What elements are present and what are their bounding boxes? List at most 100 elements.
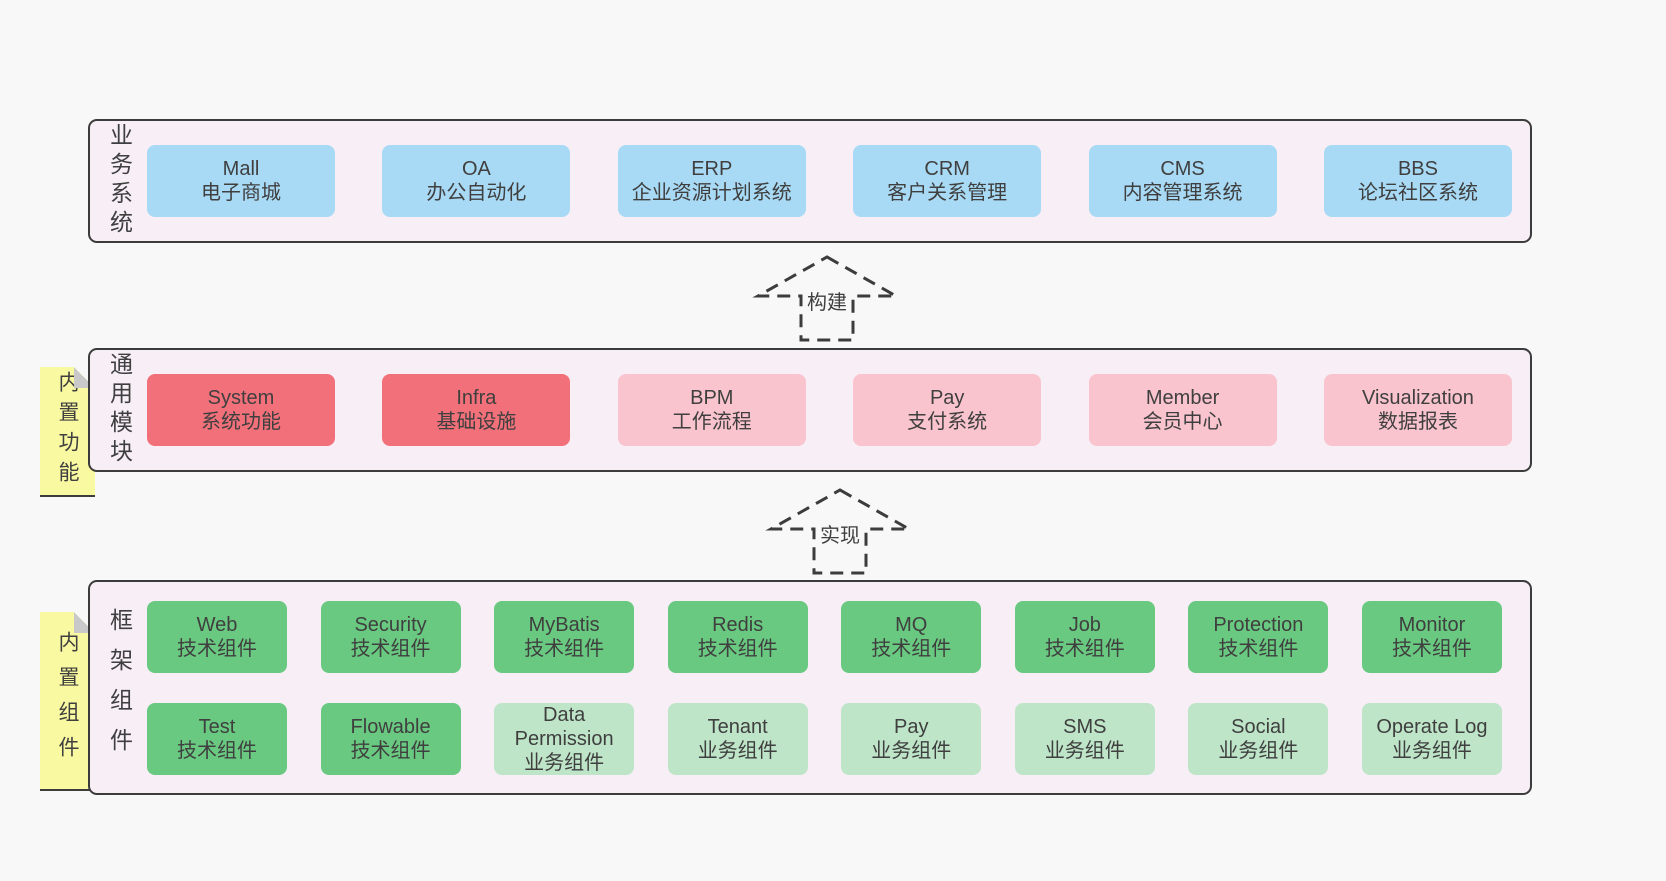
box-title: Job [1068,613,1101,636]
section-framework-components: 框架组件 Web 技术组件 Security 技术组件 MyBatis 技术组件… [88,580,1532,795]
box-security: Security 技术组件 [320,600,461,673]
box-row: Test 技术组件 Flowable 技术组件 Data Permission … [147,702,1502,775]
box-subtitle: 业务组件 [524,751,605,774]
box-title: ERP [691,158,733,180]
box-title: Protection [1213,613,1304,636]
box-flowable: Flowable 技术组件 [320,702,461,775]
box-title: Security [354,613,427,636]
box-title: BPM [690,387,734,409]
arrow-label: 实现 [817,518,863,549]
section-label: 通用模块 [96,350,142,470]
box-grid: System 系统功能 Infra 基础设施 BPM 工作流程 Pay 支付系统… [147,350,1512,470]
box-protection: Protection 技术组件 [1188,600,1329,673]
section-label-text: 通用模块 [106,352,133,468]
box-title: SMS [1063,715,1107,738]
box-subtitle: 工作流程 [671,411,752,433]
box-mq: MQ 技术组件 [841,600,982,673]
box-grid: Mall 电子商城 OA 办公自动化 ERP 企业资源计划系统 CRM 客户关系… [147,121,1512,241]
box-title: Social [1231,715,1286,738]
sticky-note-builtin-features: 内置功能 [40,367,95,497]
section-label: 框架组件 [96,582,142,793]
box-subtitle: 技术组件 [177,739,257,762]
box-title: Web [196,613,238,636]
section-label-text: 业务系统 [106,123,133,239]
box-subtitle: 业务组件 [1391,739,1472,762]
box-subtitle: 电子商城 [201,182,281,204]
box-cms: CMS 内容管理系统 [1088,145,1277,217]
box-title: Pay [894,715,929,738]
section-label: 业务系统 [96,121,142,241]
box-pay: Pay 支付系统 [853,374,1042,446]
box-title: OA [461,158,491,180]
box-title: MyBatis [528,613,600,636]
box-mybatis: MyBatis 技术组件 [494,600,635,673]
box-member: Member 会员中心 [1088,374,1277,446]
box-subtitle: 企业资源计划系统 [631,182,792,204]
box-subtitle: 基础设施 [436,411,517,433]
box-title: Monitor [1398,613,1466,636]
box-subtitle: 支付系统 [907,411,988,433]
box-title: Flowable [350,715,431,738]
box-subtitle: 业务组件 [1044,739,1125,762]
box-title: Infra [456,387,497,409]
box-row: Web 技术组件 Security 技术组件 MyBatis 技术组件 Redi… [147,600,1502,673]
box-subtitle: 业务组件 [871,739,952,762]
box-subtitle: 论坛社区系统 [1357,182,1478,204]
box-test: Test 技术组件 [147,702,287,775]
box-tenant: Tenant 业务组件 [667,702,808,775]
box-redis: Redis 技术组件 [667,600,808,673]
dashed-up-arrow-icon [752,255,902,342]
box-subtitle: 技术组件 [1044,637,1125,660]
box-social: Social 业务组件 [1188,702,1329,775]
box-subtitle: 业务组件 [697,739,778,762]
implement-arrow: 实现 [765,487,915,577]
arrow-label: 构建 [804,285,850,316]
box-title: Redis [712,613,764,636]
box-data-permission: Data Permission 业务组件 [494,702,635,775]
section-business-systems: 业务系统 Mall 电子商城 OA 办公自动化 ERP 企业资源计划系统 CRM [88,119,1532,243]
box-mall: Mall 电子商城 [147,145,335,217]
build-arrow: 构建 [752,254,902,344]
box-subtitle: 技术组件 [871,637,952,660]
box-subtitle: 内容管理系统 [1122,182,1243,204]
box-oa: OA 办公自动化 [382,145,571,217]
box-pay-biz: Pay 业务组件 [841,702,982,775]
box-subtitle: 业务组件 [1218,739,1299,762]
box-subtitle: 技术组件 [524,637,605,660]
box-crm: CRM 客户关系管理 [853,145,1042,217]
dashed-up-arrow-icon [765,488,915,575]
sticky-note-builtin-components: 内置组件 [40,612,95,791]
box-title: Member [1145,387,1220,409]
box-subtitle: 技术组件 [697,637,778,660]
box-grid: Web 技术组件 Security 技术组件 MyBatis 技术组件 Redi… [147,582,1502,793]
box-title: CRM [924,158,970,180]
box-web: Web 技术组件 [147,600,287,673]
box-row: Mall 电子商城 OA 办公自动化 ERP 企业资源计划系统 CRM 客户关系… [147,145,1512,217]
box-system: System 系统功能 [147,374,335,446]
box-title: Test [198,715,236,738]
box-bbs: BBS 论坛社区系统 [1323,145,1512,217]
box-subtitle: 客户关系管理 [887,182,1008,204]
sticky-note-label: 内置功能 [56,371,79,491]
box-title: Visualization [1361,387,1474,409]
box-title: BBS [1397,158,1438,180]
box-title: System [207,387,275,409]
box-title: Mall [222,158,260,180]
box-monitor: Monitor 技术组件 [1361,600,1502,673]
box-subtitle: 技术组件 [1218,637,1299,660]
box-subtitle: 技术组件 [177,637,257,660]
box-visualization: Visualization 数据报表 [1323,374,1512,446]
box-title: Tenant [707,715,768,738]
box-job: Job 技术组件 [1014,600,1155,673]
box-title: Operate Log [1376,715,1488,738]
box-subtitle: 技术组件 [1391,637,1472,660]
box-title: Pay [929,387,965,409]
box-subtitle: 技术组件 [350,739,431,762]
box-title: Data Permission [514,703,614,750]
box-subtitle: 数据报表 [1377,411,1458,433]
box-subtitle: 办公自动化 [426,182,527,204]
box-title: MQ [895,613,928,636]
box-sms: SMS 业务组件 [1014,702,1155,775]
box-erp: ERP 企业资源计划系统 [617,145,806,217]
